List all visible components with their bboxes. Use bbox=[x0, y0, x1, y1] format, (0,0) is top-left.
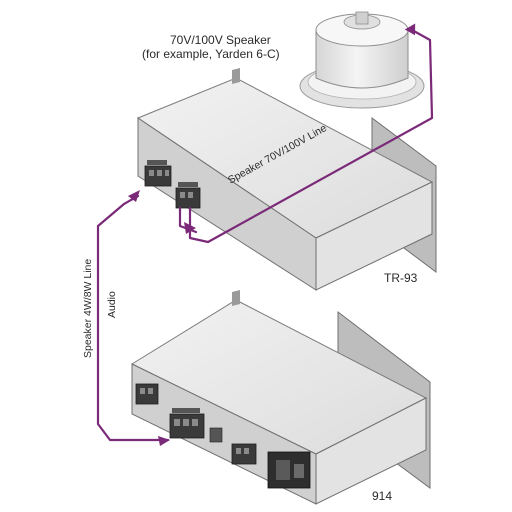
tr93-rear-ear bbox=[232, 68, 240, 84]
speaker-70v-arrow-end bbox=[404, 23, 416, 36]
914-dip-switch bbox=[209, 427, 223, 443]
914-lower-terminal bbox=[231, 443, 257, 465]
speaker-4w8w-line-wire bbox=[96, 194, 170, 442]
tr93-right-face bbox=[315, 181, 433, 291]
tr93-output-terminal bbox=[175, 182, 201, 209]
ceiling-speaker bbox=[299, 11, 425, 109]
speaker-can bbox=[315, 29, 409, 89]
914-rear-ear bbox=[232, 290, 240, 306]
914-small-terminal bbox=[135, 383, 159, 405]
audio-label: Audio bbox=[106, 291, 118, 318]
tr93-label: TR-93 bbox=[384, 271, 418, 285]
914-power-inlet bbox=[267, 451, 311, 489]
speaker-4w8w-arrow-end bbox=[128, 190, 140, 202]
speaker-70v-line-wire bbox=[188, 28, 434, 244]
tr93-input-terminal bbox=[144, 160, 172, 187]
speaker-4w8w-arrow-start bbox=[158, 436, 170, 446]
wiring bbox=[96, 23, 434, 446]
speaker-title: 70V/100V Speaker bbox=[170, 33, 271, 47]
speaker-example: (for example, Yarden 6-C) bbox=[142, 47, 280, 61]
914-right-face bbox=[315, 397, 427, 505]
speaker-4w8w-line-label: Speaker 4W/8W Line bbox=[82, 258, 94, 358]
914-speaker-terminal bbox=[169, 408, 205, 439]
speaker-70v-arrow-start bbox=[184, 222, 196, 234]
device-914 bbox=[130, 290, 431, 505]
device-914-label: 914 bbox=[372, 489, 393, 503]
tr93-device bbox=[136, 68, 437, 291]
speaker-terminal bbox=[355, 11, 369, 25]
